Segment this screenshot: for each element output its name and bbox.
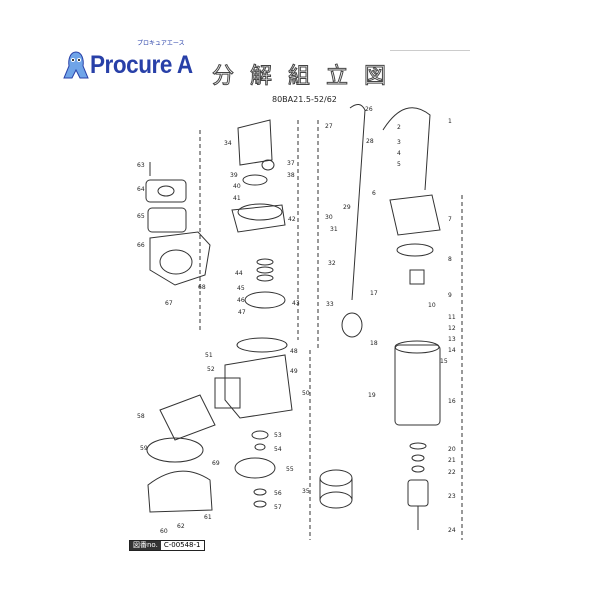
flange-assembly (145, 162, 211, 286)
part-number-54: 54 (274, 446, 282, 453)
part-number-24: 24 (448, 527, 456, 534)
drawing-number-box: 図番no. C-00548-1 (129, 540, 205, 551)
pump-head-assembly (146, 119, 311, 540)
part-number-58: 58 (137, 413, 145, 420)
part-number-32: 32 (328, 260, 336, 267)
part-number-51: 51 (205, 352, 213, 359)
part-number-59: 59 (140, 445, 148, 452)
part-number-14: 14 (448, 347, 456, 354)
part-number-64: 64 (137, 186, 145, 193)
part-number-39: 39 (230, 172, 238, 179)
part-number-30: 30 (325, 214, 333, 221)
part-number-48: 48 (290, 348, 298, 355)
part-number-42: 42 (288, 216, 296, 223)
motor-assembly (317, 104, 463, 540)
part-number-6: 6 (372, 190, 376, 197)
model-number: 80BA21.5-52/62 (272, 95, 337, 104)
part-number-21: 21 (448, 457, 456, 464)
part-number-23: 23 (448, 493, 456, 500)
part-number-4: 4 (397, 150, 401, 157)
part-number-17: 17 (370, 290, 378, 297)
part-number-34: 34 (224, 140, 232, 147)
part-number-16: 16 (448, 398, 456, 405)
part-number-43: 43 (292, 300, 300, 307)
part-number-60: 60 (160, 528, 168, 535)
part-number-38: 38 (287, 172, 295, 179)
part-number-53: 53 (274, 432, 282, 439)
part-number-37: 37 (287, 160, 295, 167)
part-number-56: 56 (274, 490, 282, 497)
part-number-62: 62 (177, 523, 185, 530)
part-number-8: 8 (448, 256, 452, 263)
part-number-41: 41 (233, 195, 241, 202)
divider (390, 50, 470, 51)
part-number-47: 47 (238, 309, 246, 316)
part-number-13: 13 (448, 336, 456, 343)
part-number-49: 49 (290, 368, 298, 375)
part-number-35: 35 (302, 488, 310, 495)
diagram-title: 分解組立図 (211, 64, 403, 90)
part-number-12: 12 (448, 325, 456, 332)
part-number-1: 1 (448, 118, 452, 125)
part-number-20: 20 (448, 446, 456, 453)
part-number-7: 7 (448, 216, 452, 223)
part-number-66: 66 (137, 242, 145, 249)
part-number-65: 65 (137, 213, 145, 220)
part-number-2: 2 (397, 124, 401, 131)
part-number-50: 50 (302, 390, 310, 397)
part-number-57: 57 (274, 504, 282, 511)
logo-kana: プロキュアエース (137, 40, 185, 47)
drawing-number-label: 図番no. (130, 541, 161, 550)
part-number-45: 45 (237, 285, 245, 292)
drawing-number: C-00548-1 (163, 541, 201, 549)
mascot-icon (63, 51, 89, 79)
logo-text: Procure A (90, 51, 193, 79)
part-number-18: 18 (370, 340, 378, 347)
part-number-5: 5 (397, 161, 401, 168)
part-number-27: 27 (325, 123, 333, 130)
part-number-46: 46 (237, 297, 245, 304)
part-number-15: 15 (440, 358, 448, 365)
part-number-33: 33 (326, 301, 334, 308)
part-number-61: 61 (204, 514, 212, 521)
part-number-3: 3 (397, 139, 401, 146)
part-number-19: 19 (368, 392, 376, 399)
part-number-63: 63 (137, 162, 145, 169)
part-number-44: 44 (235, 270, 243, 277)
part-number-69: 69 (212, 460, 220, 467)
part-number-29: 29 (343, 204, 351, 211)
part-number-68: 68 (198, 284, 206, 291)
part-number-31: 31 (330, 226, 338, 233)
part-number-22: 22 (448, 469, 456, 476)
part-number-9: 9 (448, 292, 452, 299)
part-number-67: 67 (165, 300, 173, 307)
part-number-40: 40 (233, 183, 241, 190)
procure-a-logo: Procure A (62, 50, 204, 80)
part-number-28: 28 (366, 138, 374, 145)
part-number-10: 10 (428, 302, 436, 309)
part-number-52: 52 (207, 366, 215, 373)
part-number-26: 26 (365, 106, 373, 113)
part-number-55: 55 (286, 466, 294, 473)
part-number-11: 11 (448, 314, 456, 321)
